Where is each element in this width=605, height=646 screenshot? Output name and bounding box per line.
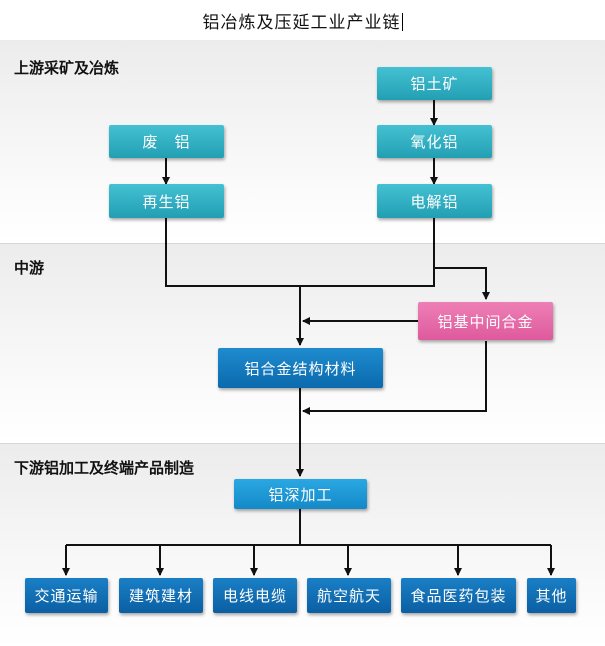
- section-label-upstream: 上游采矿及冶炼: [14, 59, 120, 77]
- node-application-construction: 建筑建材: [119, 578, 203, 613]
- node-application-other: 其他: [527, 578, 576, 613]
- node-structural-material: 铝合金结构材料: [218, 348, 383, 388]
- node-scrap-aluminum: 废 铝: [109, 125, 224, 158]
- node-electrolytic-aluminum: 电解铝: [377, 184, 492, 218]
- node-application-cable: 电线电缆: [213, 578, 297, 613]
- merge-line: [165, 218, 435, 287]
- upstream-band: [0, 40, 605, 243]
- diagram-title: 铝冶炼及压延工业产业链: [202, 13, 403, 33]
- node-application-transport: 交通运输: [25, 578, 108, 613]
- section-divider: [0, 443, 605, 444]
- section-label-downstream: 下游铝加工及终端产品制造: [14, 459, 195, 477]
- node-bauxite: 铝土矿: [377, 67, 492, 100]
- node-alumina: 氧化铝: [377, 125, 492, 158]
- arrow-master-alloy-return: [302, 341, 487, 415]
- node-deep-processing: 铝深加工: [234, 479, 367, 509]
- arrow-to-master-alloy: [434, 267, 490, 300]
- node-recycled-aluminum: 再生铝: [109, 184, 224, 218]
- section-label-midstream: 中游: [14, 259, 45, 277]
- section-divider: [0, 243, 605, 244]
- node-master-alloy: 铝基中间合金: [418, 302, 553, 340]
- node-application-packaging: 食品医药包装: [401, 578, 516, 613]
- node-application-aerospace: 航空航天: [307, 578, 391, 613]
